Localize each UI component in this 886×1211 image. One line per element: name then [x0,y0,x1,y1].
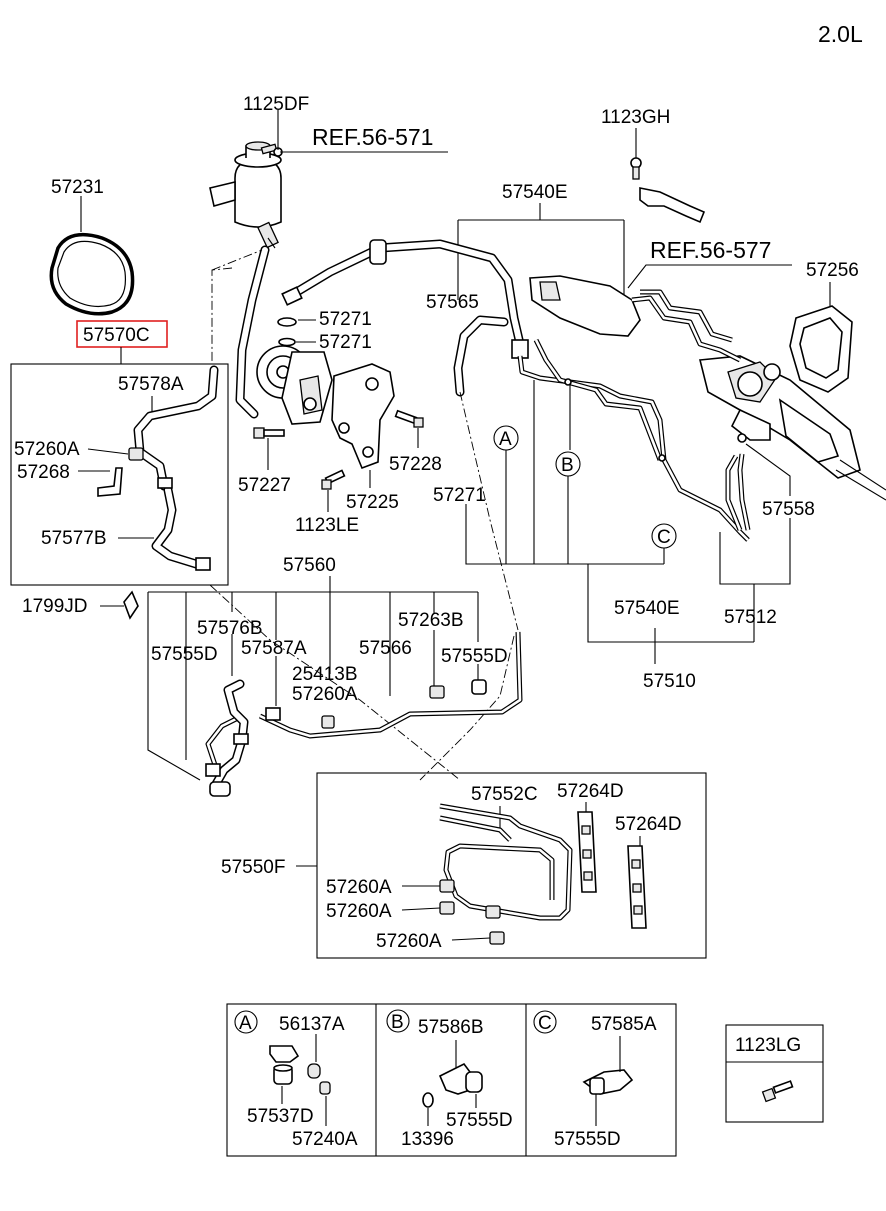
clips-57560-icon [321,679,487,729]
label-57570C[interactable]: 57570C [83,325,150,346]
label-57260A-k2: 57260A [326,901,392,922]
detail-boxes [226,1003,677,1157]
detail-C-part-2: 57555D [554,1129,621,1150]
clip-C-icon [582,1069,634,1095]
return-hose-icon [133,365,219,571]
detail-B-part-1: 57586B [418,1017,484,1038]
bolt-57228-icon [394,409,424,428]
bracket-icon [639,187,706,224]
label-1125DF: 1125DF [243,94,309,115]
label-57225: 57225 [346,492,399,513]
return-line-57566-icon [205,631,523,797]
clip-B-icon [422,1062,483,1108]
callout-B-letter: B [561,455,574,476]
label-1123LG: 1123LG [735,1035,801,1056]
suction-hose-icon [235,245,270,419]
label-57256: 57256 [806,260,859,281]
label-25413B: 25413B [292,664,358,685]
label-57566: 57566 [359,638,412,659]
detail-C-part-1: 57585A [591,1014,657,1035]
label-57228: 57228 [389,454,442,475]
label-57231: 57231 [51,177,104,198]
detail-A-letter: A [239,1013,252,1034]
label-57510: 57510 [643,671,696,692]
label-57264D-b: 57264D [615,814,682,835]
label-57577B: 57577B [41,528,107,549]
oil-cooler-icon [439,803,573,921]
grommet-A-icon [269,1045,331,1095]
label-57271-b: 57271 [319,332,372,353]
bolt-1123LG-icon [761,1080,794,1103]
hose-group-box [10,363,229,586]
drive-belt-icon [49,232,135,316]
bolt-1123LE-icon [321,469,346,490]
label-57587A: 57587A [241,638,307,659]
label-57552C: 57552C [471,784,538,805]
label-1799JD: 1799JD [22,596,88,617]
label-57560: 57560 [283,555,336,576]
label-57558: 57558 [762,499,815,520]
detail-B-circle [386,1009,410,1033]
label-57576B: 57576B [197,618,263,639]
label-57550F: 57550F [221,857,285,878]
steering-pipes-icon [631,289,742,363]
label-1123GH: 1123GH [601,107,670,128]
clamp-1799JD-icon [123,590,139,620]
label-57271-a: 57271 [319,309,372,330]
cooler-clips-icon [439,879,505,945]
bracket-57268-icon [97,467,123,497]
detail-A-part-2: 57537D [247,1106,314,1127]
rack-lines-icon [517,338,751,542]
bolt-1125DF-icon [260,143,283,157]
part-1123LG-box [725,1024,824,1123]
detail-A-part-1: 56137A [279,1014,345,1035]
ref-56-571: REF.56-571 [312,124,433,150]
power-steering-pump-icon [256,345,333,425]
clip-57260A-icon [128,447,144,461]
label-57555D-left: 57555D [151,644,218,665]
label-57268: 57268 [17,462,70,483]
label-57512: 57512 [724,607,777,628]
label-57555D-right: 57555D [441,646,508,667]
callout-A-letter: A [499,429,512,450]
steering-rack-icon [529,275,886,501]
label-57264D-a: 57264D [557,781,624,802]
label-57260A-k3: 57260A [376,931,442,952]
steering-gear-boot-icon [789,305,853,393]
reservoir-icon [209,141,282,249]
pump-bracket-icon [331,363,395,470]
pressure-hose-57565-icon [281,239,529,397]
cooler-brackets-icon [577,811,647,929]
label-57260A-mid: 57260A [292,684,358,705]
label-1123LE: 1123LE [295,515,359,536]
label-57540E-bottom: 57540E [614,598,680,619]
label-57263B: 57263B [398,610,464,631]
label-57227: 57227 [238,475,291,496]
label-57565: 57565 [426,292,479,313]
callout-C-letter: C [657,527,671,548]
label-57260A-k1: 57260A [326,877,392,898]
detail-B-part-3: 57555D [446,1110,513,1131]
detail-B-part-2: 13396 [401,1129,454,1150]
label-57260A-left: 57260A [14,439,80,460]
detail-B-letter: B [391,1012,404,1033]
label-57540E-top: 57540E [502,182,568,203]
detail-C-circle [533,1010,557,1034]
orings-57271-icon [277,317,297,347]
detail-A-part-3: 57240A [292,1129,358,1150]
detail-C-letter: C [538,1013,552,1034]
engine-label: 2.0L [818,21,863,47]
label-57271-c: 57271 [433,485,486,506]
ref-56-577: REF.56-577 [650,237,771,263]
bolt-57227-icon [253,427,285,439]
label-57578A: 57578A [118,374,184,395]
detail-A-circle [234,1010,258,1034]
highlight-box-57570C [76,320,168,348]
bolt-1123GH-icon [630,157,642,180]
